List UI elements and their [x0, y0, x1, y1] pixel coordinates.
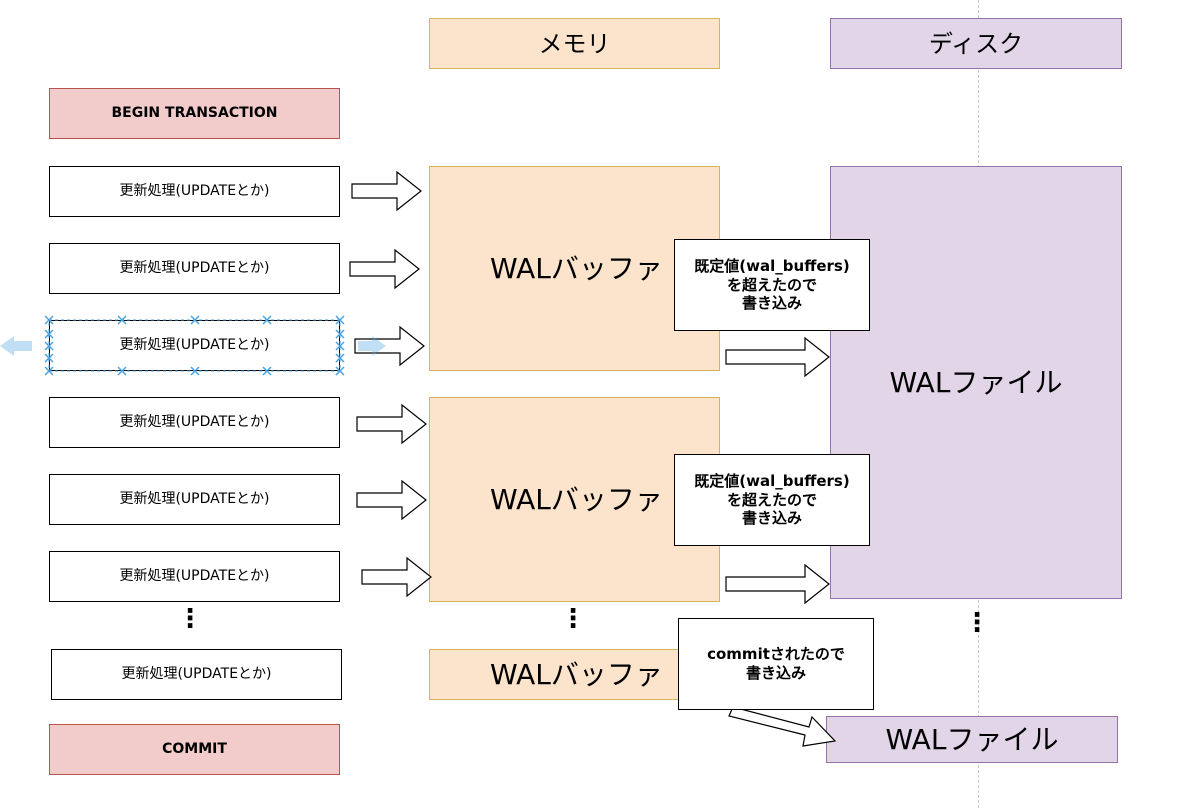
wal-file-2[interactable]: WALファイル [826, 716, 1118, 763]
arrow-flush-1 [725, 336, 830, 378]
update-step-6[interactable]: 更新処理(UPDATEとか) [49, 551, 340, 602]
note-committed[interactable]: commitされたので 書き込み [678, 618, 874, 710]
update-step-5[interactable]: 更新処理(UPDATEとか) [49, 474, 340, 525]
wal-buffer-3-label: WALバッファ [490, 658, 663, 691]
arrow-update-4 [356, 403, 427, 445]
arrow-commit-flush [728, 706, 837, 747]
update-step-last[interactable]: 更新処理(UPDATEとか) [51, 649, 342, 700]
commit-box[interactable]: COMMIT [49, 724, 340, 775]
arrow-update-1 [351, 170, 422, 212]
arrow-update-3 [354, 325, 425, 367]
wal-buffer-1-label: WALバッファ [490, 252, 663, 285]
memory-header: メモリ [429, 18, 720, 69]
ellipsis-disk: ⋮ [964, 608, 990, 638]
update-step-2[interactable]: 更新処理(UPDATEとか) [49, 243, 340, 294]
note-exceeded-2[interactable]: 既定値(wal_buffers) を超えたので 書き込み [674, 454, 870, 546]
wal-buffer-2[interactable]: WALバッファ [429, 397, 720, 602]
begin-transaction-box[interactable]: BEGIN TRANSACTION [49, 88, 340, 139]
arrow-update-2 [349, 248, 420, 290]
wal-buffer-2-label: WALバッファ [490, 483, 663, 516]
arrow-update-5 [356, 479, 427, 521]
update-step-4[interactable]: 更新処理(UPDATEとか) [49, 397, 340, 448]
selection-handle-icon [44, 315, 54, 325]
note-exceeded-1[interactable]: 既定値(wal_buffers) を超えたので 書き込み [674, 239, 870, 331]
disk-header: ディスク [830, 18, 1122, 69]
arrow-hint-right-icon [358, 336, 386, 356]
arrow-hint-left-icon [0, 336, 32, 356]
update-step-1[interactable]: 更新処理(UPDATEとか) [49, 166, 340, 217]
arrow-flush-2 [725, 563, 830, 605]
wal-file-main[interactable]: WALファイル [830, 166, 1122, 599]
selection-outline [48, 319, 341, 372]
arrow-update-6 [361, 556, 432, 598]
wal-buffer-1[interactable]: WALバッファ [429, 166, 720, 371]
